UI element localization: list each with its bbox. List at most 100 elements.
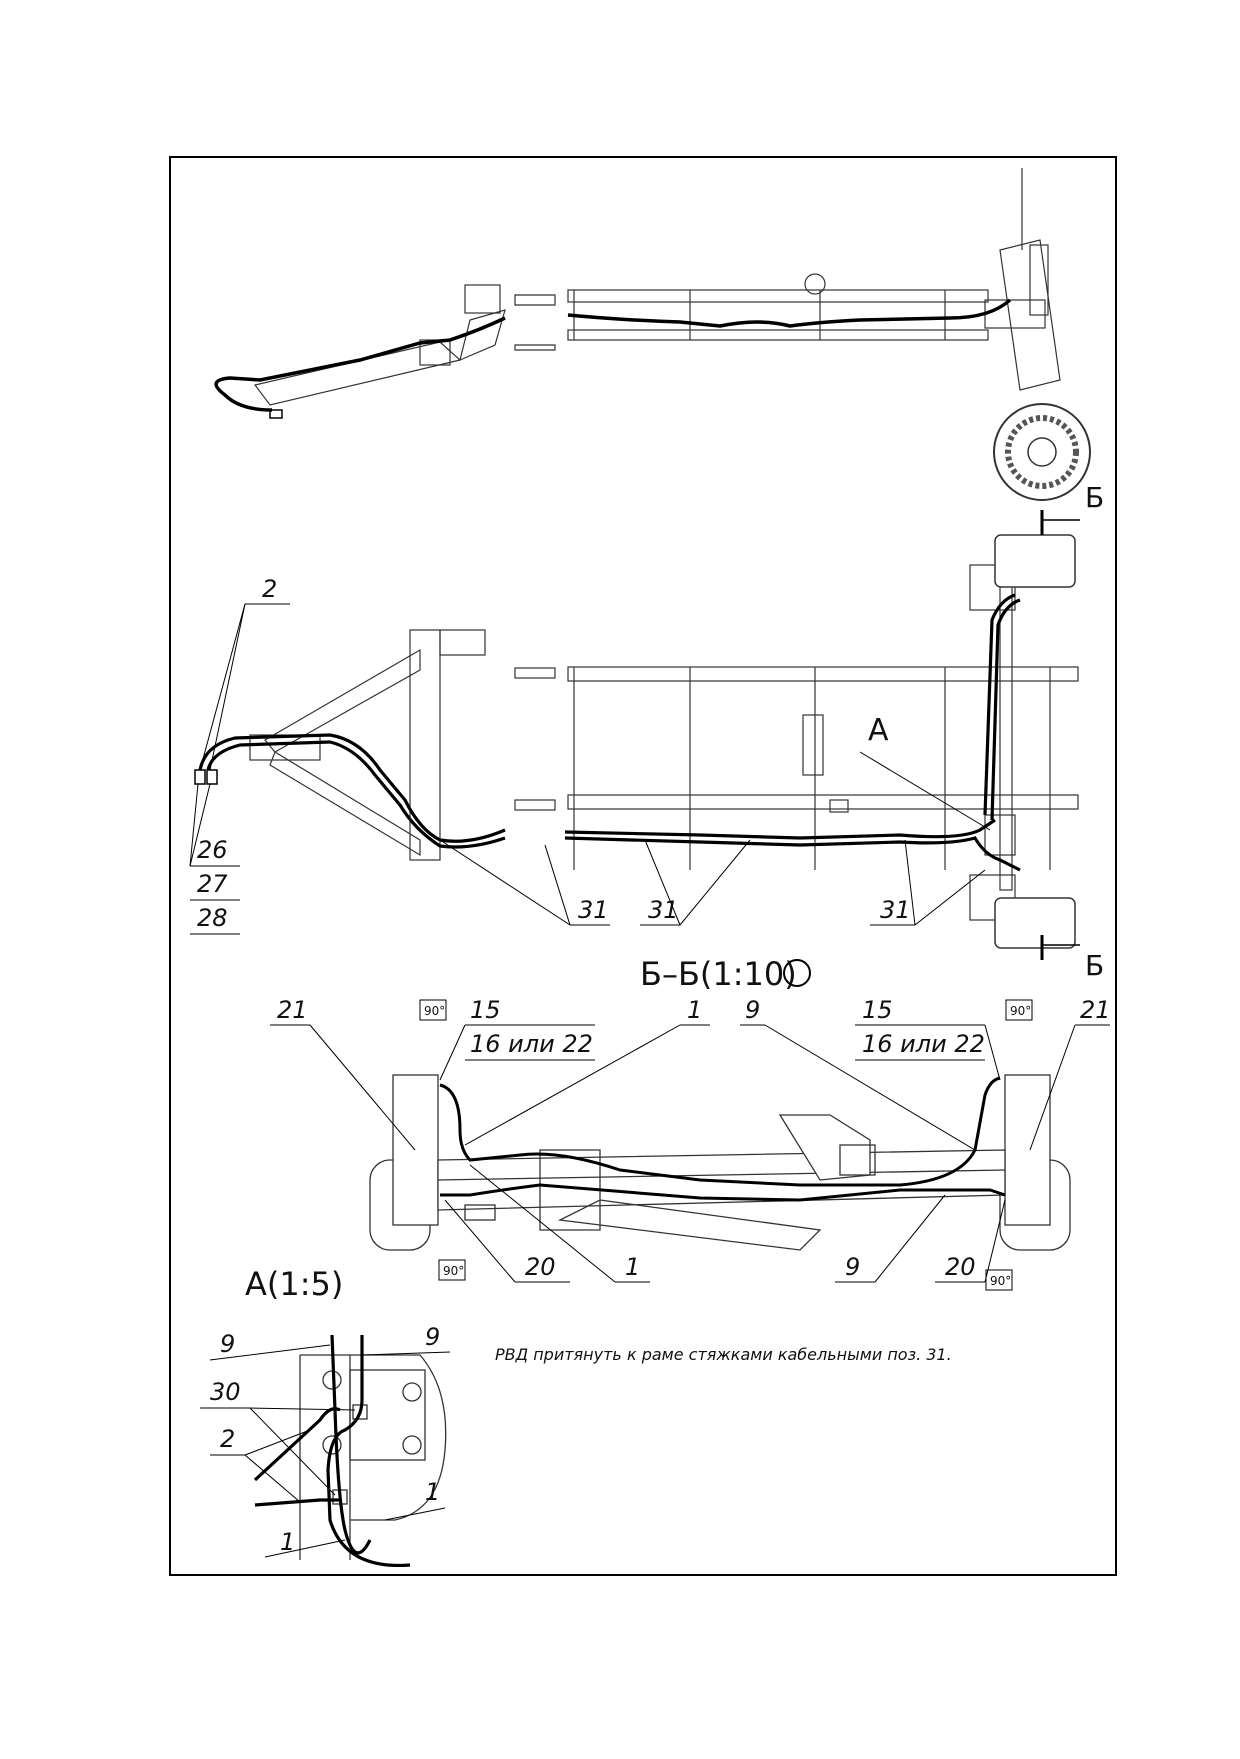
plan-view-couplers — [194, 769, 218, 785]
plan-view-drawbar — [264, 648, 421, 753]
label-pos-21-right: 21 — [1080, 996, 1111, 1024]
section-hoses — [439, 1076, 1006, 1202]
label-pos-16-22-right: 16 или 22 — [862, 1030, 985, 1058]
plan-view-break-piece — [514, 667, 556, 679]
detail-leader-pos-9-left — [209, 1344, 331, 1361]
label-pos-1-bottom: 1 — [625, 1253, 640, 1281]
plan-view — [249, 559, 1079, 921]
leader-pos-9-bottom-line — [874, 1194, 946, 1283]
detail-bolt — [402, 1382, 422, 1402]
rotation-symbol — [783, 959, 811, 987]
plan-view-drawbar-lower — [269, 751, 421, 857]
plan-view-wheel-top — [994, 534, 1076, 588]
detail-leader-pos-30-line — [249, 1407, 336, 1496]
detail-leader-pos-30-line — [249, 1407, 356, 1411]
leader-pos-31-b-line — [679, 839, 751, 926]
callout-a-label: А — [868, 713, 889, 748]
detail-leader-pos-2-line — [244, 1454, 301, 1503]
wheel-tyre-inner — [1005, 415, 1079, 489]
plan-view-labels: 2 26 27 28 31 31 31 — [189, 575, 986, 935]
detail-bolt — [402, 1435, 422, 1455]
section-title-group: Б–Б(1:10) — [640, 955, 811, 993]
label-pos-27: 27 — [197, 870, 228, 898]
plan-view-gusset-top — [439, 629, 486, 656]
detail-plate — [349, 1369, 426, 1461]
section-labels: 21 15 16 или 22 1 9 15 16 или 22 21 20 1… — [270, 996, 1111, 1283]
side-view-break-piece — [514, 294, 556, 351]
section-title: Б–Б(1:10) — [640, 955, 797, 993]
label-pos-9-top: 9 — [745, 996, 760, 1024]
detail-bolt — [322, 1435, 342, 1455]
side-view-lifting-eye — [804, 273, 826, 295]
leader-pos-21-right-line — [1029, 1024, 1076, 1151]
label-pos-28: 28 — [197, 904, 228, 932]
plan-view-coupler — [206, 769, 218, 785]
label-pos-31-a: 31 — [578, 896, 609, 924]
section-bracket — [778, 1114, 871, 1181]
detail-hose-2-b — [254, 1498, 340, 1507]
detail-leader-pos-2-line — [244, 1429, 311, 1456]
angle-badge-tr-label: 90° — [1010, 1004, 1031, 1018]
assembly-note: РВД притянуть к раме стяжками кабельными… — [495, 1345, 952, 1364]
label-pos-1-top: 1 — [687, 996, 702, 1024]
section-hose-9 — [440, 1183, 1006, 1202]
leader-pos-21-left-line — [309, 1024, 416, 1151]
side-view — [253, 168, 1061, 406]
detail-leader-pos-1-left — [264, 1539, 346, 1558]
leader-pos-15-right-line — [984, 1024, 1001, 1081]
label-pos-16-22-left: 16 или 22 — [470, 1030, 593, 1058]
section-drawbar — [557, 1199, 822, 1251]
label-pos-20-right: 20 — [945, 1253, 976, 1281]
leader-pos-31-c-line — [914, 869, 986, 926]
label-pos-31-c: 31 — [880, 896, 911, 924]
leader-pos-31-c-line — [904, 839, 916, 926]
detail-label-pos-1-right: 1 — [425, 1478, 440, 1506]
label-pos-15-right: 15 — [862, 996, 893, 1024]
drawing-frame — [169, 156, 1117, 1576]
plan-view-coupler — [194, 769, 206, 785]
plan-view-hoses — [198, 593, 1021, 872]
section-hose-1 — [439, 1076, 1001, 1187]
leader-pos-15-left-line — [439, 1024, 466, 1081]
section-axle-line — [437, 1169, 1006, 1181]
plan-view-frame-mid-rail — [567, 794, 1079, 810]
label-pos-2: 2 — [262, 575, 277, 603]
section-marker-label-bottom: Б — [1085, 949, 1104, 982]
angle-badge-bl-label: 90° — [443, 1264, 464, 1278]
label-pos-20-left: 20 — [525, 1253, 556, 1281]
leader-pos-20-left-line — [444, 1199, 516, 1283]
section-side-plate — [539, 1149, 601, 1231]
detail-label-pos-30: 30 — [210, 1378, 241, 1406]
detail-label-pos-1-left: 1 — [280, 1528, 295, 1556]
section-marker-top: Б — [1040, 481, 1104, 535]
plan-view-bracket-a — [984, 814, 1016, 856]
section-marker-bottom: Б — [1040, 935, 1104, 982]
section-clamp — [839, 1144, 876, 1176]
section-bolt-plate — [464, 1204, 496, 1221]
leader-pos-31-b-line — [644, 839, 681, 926]
side-view-post — [464, 284, 501, 314]
plan-view-hose-b — [206, 740, 1021, 872]
detail-hose-9-left — [330, 1334, 372, 1555]
leader-pos-31-a-line — [544, 844, 571, 926]
section-marker-label-top: Б — [1085, 481, 1104, 514]
wheel-hub — [1027, 437, 1057, 467]
detail-label-pos-9-left: 9 — [220, 1330, 235, 1358]
detail-leader-pos-9-right — [361, 1351, 451, 1356]
leader-pos-2-line — [209, 603, 246, 771]
side-view-arm-cylinder — [1029, 244, 1049, 316]
wheel-tyre-outer — [993, 403, 1091, 501]
leader-pos-26-line — [189, 783, 199, 867]
plan-view-frame-top-rail — [567, 666, 1079, 682]
angle-badge-tl-label: 90° — [424, 1004, 445, 1018]
plan-view-center-plate — [802, 714, 824, 776]
plan-view-crossbar-left — [409, 629, 441, 861]
leader-pos-9-top-line — [764, 1024, 976, 1151]
plan-view-wheel-bottom — [994, 897, 1076, 949]
plan-view-label-plate — [829, 799, 849, 813]
angle-badge-bl — [438, 1259, 466, 1281]
leader-pos-1-top-line — [464, 1024, 681, 1146]
side-view-hose-coupler — [269, 409, 283, 419]
leader-pos-27-line — [189, 783, 211, 867]
angle-badge-tr — [1005, 999, 1033, 1021]
